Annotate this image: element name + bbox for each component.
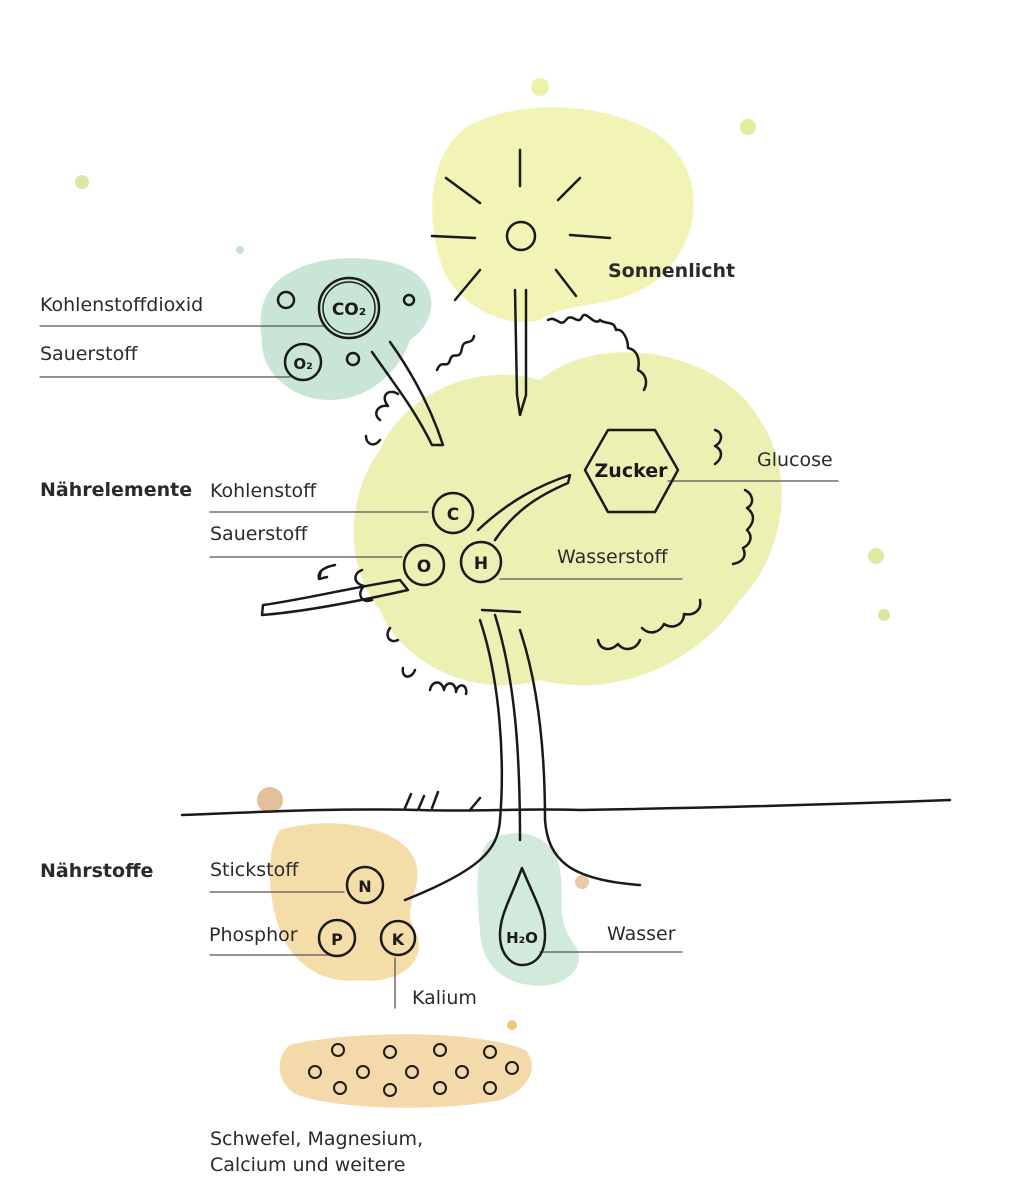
nitrogen-atom	[345, 865, 385, 905]
water-label: Wasser	[607, 923, 676, 945]
co2-symbol: CO₂	[332, 300, 366, 320]
sugar-symbol: Zucker	[595, 460, 669, 482]
molecule-symbols: CO₂ O₂ C O H Zucker N P K H₂O	[293, 300, 668, 949]
glucose-label: Glucose	[757, 449, 833, 471]
leader-lines	[39, 325, 839, 1009]
hydrogen-label: Wasserstoff	[557, 546, 668, 568]
carbon-atom	[431, 491, 475, 535]
oxygen-label: Sauerstoff	[210, 523, 308, 545]
mineral-particles	[308, 1043, 519, 1097]
air-bubble	[276, 290, 296, 310]
splash-dot	[257, 787, 283, 813]
water-drop-icon	[498, 866, 547, 967]
co2-intake-arrow	[370, 340, 445, 447]
water-symbol: H₂O	[506, 929, 538, 947]
splash-dot	[575, 875, 589, 889]
nutrient-wash	[269, 823, 419, 981]
co2-molecule	[317, 276, 381, 340]
splash-dot	[507, 1020, 517, 1030]
left-branch	[260, 578, 410, 617]
carbon-symbol: C	[447, 505, 459, 525]
oxygen-atom	[402, 543, 446, 587]
co2-wash	[260, 258, 432, 400]
naehrstoffe-heading: Nährstoffe	[40, 860, 154, 882]
sun-icon	[505, 220, 537, 252]
splash-dot	[75, 175, 89, 189]
other-minerals-line1: Schwefel, Magnesium,	[210, 1128, 424, 1150]
o2-label: Sauerstoff	[40, 343, 138, 365]
upper-branch	[476, 473, 572, 542]
potassium-symbol: K	[392, 930, 405, 949]
trunk	[403, 608, 642, 902]
phosphorus-symbol: P	[331, 930, 343, 949]
air-bubble	[402, 293, 416, 307]
sun-rays	[430, 148, 612, 302]
phosphorus-label: Phosphor	[209, 924, 298, 946]
splash-dot	[740, 119, 756, 135]
splash-dot	[531, 78, 549, 96]
splash-dot	[236, 246, 244, 254]
sunlight-arrow	[513, 288, 528, 417]
hydrogen-atom	[459, 540, 503, 584]
splash-dot	[868, 548, 884, 564]
o2-symbol: O₂	[293, 355, 312, 373]
watercolor-washes	[75, 78, 890, 1108]
carbon-label: Kohlenstoff	[210, 480, 317, 502]
water-wash	[477, 833, 579, 986]
naehrelemente-heading: Nährelemente	[40, 479, 193, 501]
small-arrow-left	[317, 563, 337, 581]
ground-line	[180, 790, 952, 817]
splash-dot	[878, 609, 890, 621]
nitrogen-symbol: N	[358, 877, 371, 896]
phosphorus-atom	[317, 918, 357, 958]
oxygen-symbol: O	[417, 557, 431, 577]
potassium-label: Kalium	[412, 987, 477, 1009]
sun-wash	[432, 107, 694, 322]
hydrogen-symbol: H	[474, 554, 488, 574]
co2-molecule-inner	[322, 281, 376, 335]
crown-wash	[353, 352, 782, 686]
ink-drawing	[39, 148, 952, 1097]
co2-label: Kohlenstoffdioxid	[40, 294, 204, 316]
nitrogen-label: Stickstoff	[210, 859, 299, 881]
sunlight-label: Sonnenlicht	[608, 260, 736, 282]
other-minerals-line2: Calcium und weitere	[210, 1154, 406, 1176]
glucose-hexagon	[583, 428, 680, 514]
air-bubble	[345, 351, 361, 367]
potassium-atom	[379, 919, 417, 957]
o2-molecule	[283, 342, 323, 382]
